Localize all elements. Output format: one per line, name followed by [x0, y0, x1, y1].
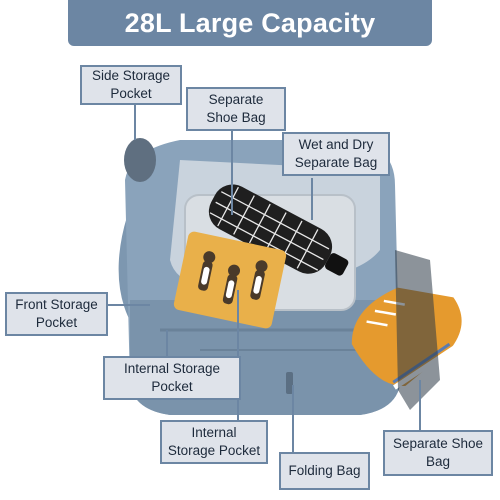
page-title: 28L Large Capacity [124, 7, 376, 38]
callout-internal-storage-pocket-1: Internal Storage Pocket [103, 356, 241, 400]
title-banner: 28L Large Capacity [68, 0, 432, 46]
callout-front-storage-pocket: Front Storage Pocket [5, 292, 108, 336]
umbrella [208, 184, 349, 276]
callout-separate-shoe-bag-top: Separate Shoe Bag [186, 87, 286, 131]
callout-separate-shoe-bag-bottom: Separate Shoe Bag [383, 430, 493, 476]
side-pocket-bottle [124, 138, 156, 182]
callout-internal-storage-pocket-2: Internal Storage Pocket [160, 420, 268, 464]
cat-pouch [173, 231, 287, 329]
callout-folding-bag: Folding Bag [279, 452, 370, 490]
callout-wet-dry-bag: Wet and Dry Separate Bag [282, 132, 390, 176]
callout-side-storage-pocket: Side Storage Pocket [80, 65, 182, 105]
shoe-bag [395, 250, 440, 410]
